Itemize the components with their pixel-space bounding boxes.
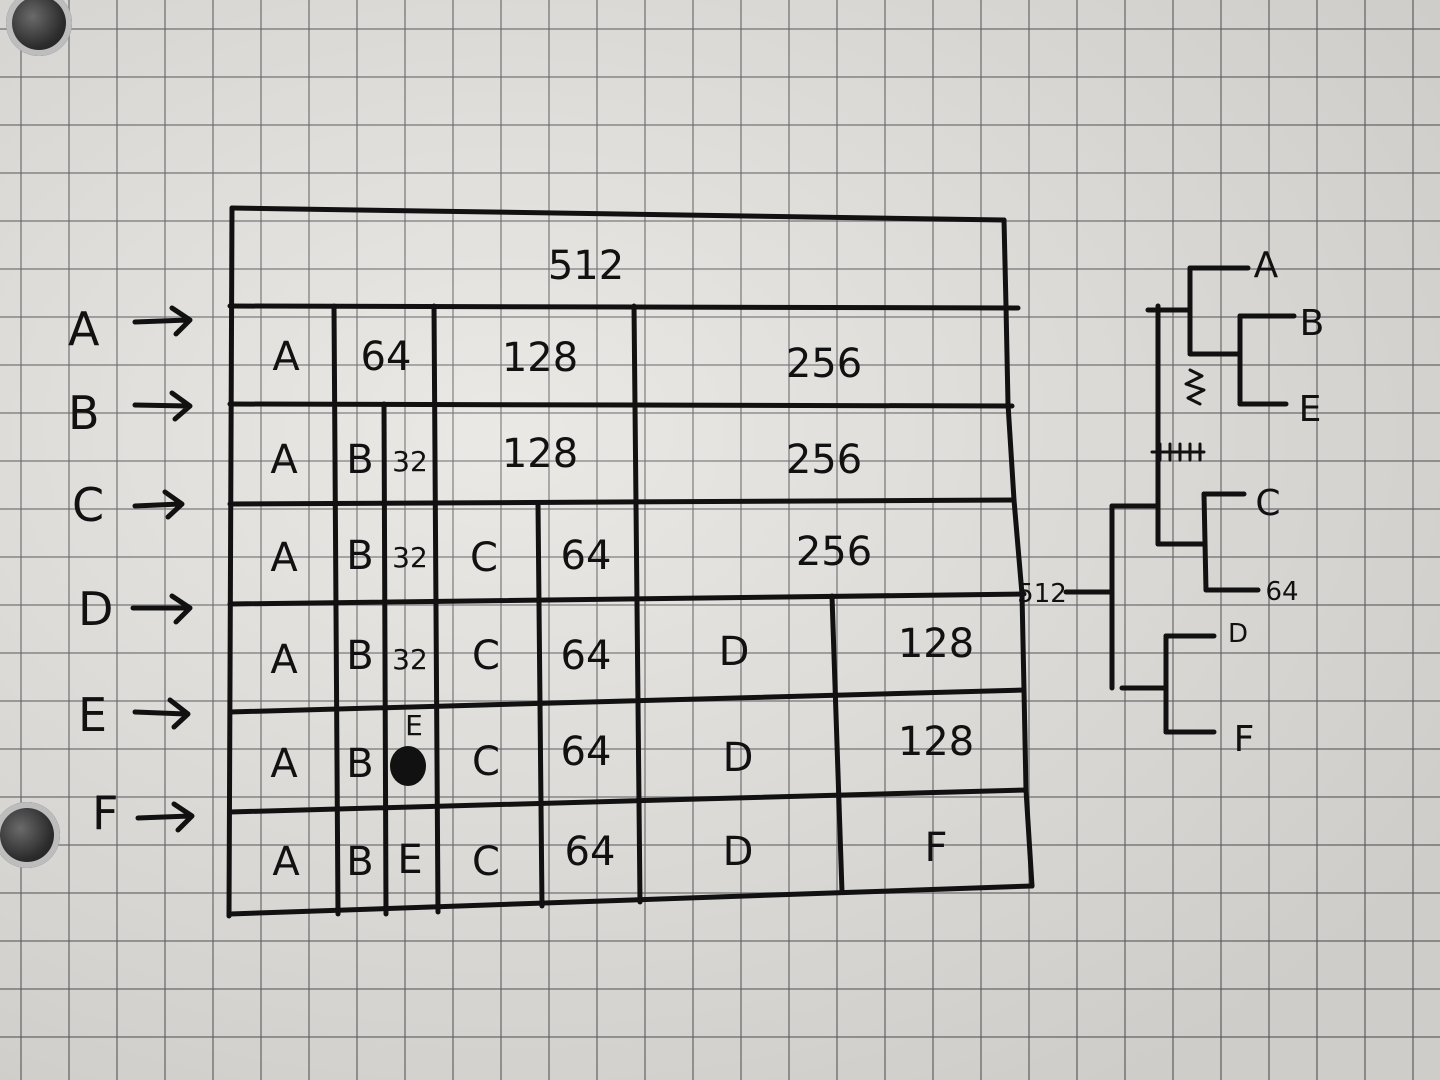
cell-r3-32: 32 [392,541,428,574]
grid-outer-left [226,205,235,919]
arrow-e-icon [132,697,191,730]
partition-grid [226,205,1035,919]
grid-outer-right-top [1001,217,1009,309]
cell-r5-64: 64 [560,729,612,775]
binder-hole-bottom [0,802,60,868]
grid-row-line-4 [227,591,1027,607]
cell-r2-b: B [346,437,374,483]
arrow-b-icon [132,390,193,422]
arrow-a-icon [132,305,193,337]
grid-row-line-1 [227,303,1021,311]
cell-r2-a: A [270,437,298,483]
cell-r6-e: E [397,837,423,883]
cell-r2-128: 128 [501,431,579,477]
row-label-d: D [78,582,118,636]
cell-r5-d: D [722,735,754,781]
tree-c64-split [1201,491,1209,593]
grid-header-512: 512 [547,243,625,289]
arrow-f-icon [135,801,195,833]
cell-r5-a: A [270,741,298,787]
grid-right-edge [1003,303,1035,889]
grid-outer-top [229,205,1007,223]
cell-r4-d: D [718,629,750,675]
row-label-c: C [72,478,109,532]
partition-tree [1063,265,1297,735]
arrow-d-icon [130,593,193,625]
cell-r6-64: 64 [564,829,616,875]
row-arrows [130,305,195,833]
cell-r4-128: 128 [897,621,975,667]
row-label-e: E [78,688,112,742]
grid-row-line-5 [227,687,1027,715]
grid-row-line-3 [227,497,1017,507]
cell-r4-32: 32 [392,643,428,676]
divider-d [829,593,845,895]
tree-leaf-d: D [1227,619,1249,649]
cell-r4-b: B [346,633,374,679]
cell-r5-128: 128 [897,719,975,765]
tree-leaf-c: C [1255,483,1281,524]
cell-r3-c: C [470,535,498,581]
cell-r3-64: 64 [560,533,612,579]
tree-leaf-a: A [1253,245,1279,286]
grid-row-line-2 [227,401,1015,409]
tree-leaf-b: B [1299,303,1325,344]
tree-leaf-f: F [1233,719,1255,760]
cell-r5-b: B [346,741,374,787]
row-label-f: F [92,786,123,840]
cell-r4-c: C [472,633,500,679]
divider-c [535,501,545,909]
tree-scribble-1 [1184,368,1206,406]
cell-r6-c: C [472,839,500,885]
cell-r6-f: F [924,825,948,871]
cell-r1-256: 256 [785,341,863,387]
cell-r4-64: 64 [560,633,612,679]
tree-scribble-2 [1150,442,1206,462]
cell-r2-32: 32 [392,445,428,478]
cell-r6-d: D [722,829,754,875]
grid-row-line-7 [227,883,1035,917]
divider-a [331,303,341,917]
cell-r4-a: A [270,637,298,683]
cell-r6-b: B [346,839,374,885]
arrow-c-icon [132,489,185,520]
divider-64 [631,303,643,905]
cell-r3-b: B [346,533,374,579]
tree-leaf-64: 64 [1265,577,1299,607]
binder-hole-top [6,0,72,56]
grid-row-line-6 [227,787,1029,815]
divider-32 [431,303,441,915]
cell-r5-e: E [405,709,423,742]
cell-r1-a: A [272,334,300,380]
tree-root-label: 512 [1017,579,1067,609]
cell-r2-256: 256 [785,437,863,483]
tree-leaf-e: E [1298,389,1322,430]
cell-r3-256: 256 [795,529,873,575]
row-label-b: B [68,386,104,440]
cell-r6-a: A [272,839,300,885]
cell-r1-64: 64 [360,334,412,380]
scribble-mark [390,746,426,786]
divider-b [381,401,389,917]
cell-r1-128: 128 [501,335,579,381]
cell-r3-a: A [270,535,298,581]
cell-r5-c: C [472,739,500,785]
row-label-a: A [68,302,104,356]
